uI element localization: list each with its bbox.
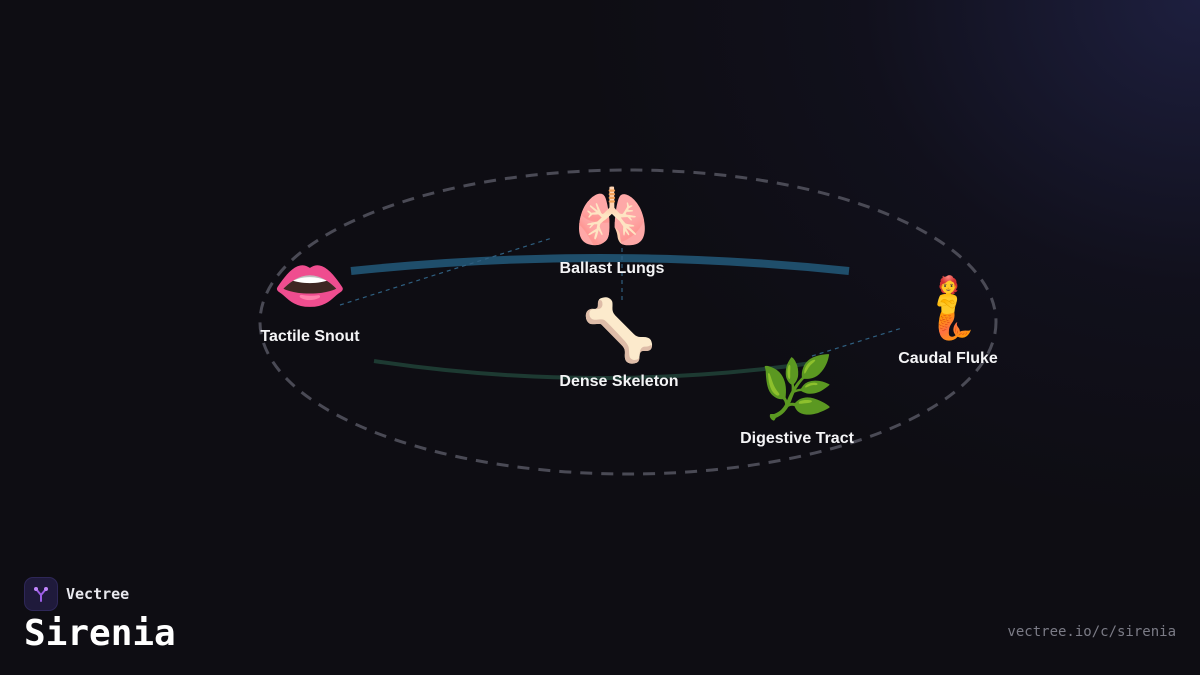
node-label: Caudal Fluke — [898, 350, 998, 367]
mermaid-icon: 🧜 — [910, 273, 986, 343]
upper-arc — [350, 254, 850, 275]
bone-icon: 🦴 — [581, 296, 657, 366]
page-title: Sirenia — [24, 613, 176, 654]
node-label: Dense Skeleton — [559, 373, 679, 390]
herb-icon: 🌿 — [759, 353, 835, 423]
lips-icon: 👄 — [272, 251, 348, 321]
tree-logo-icon — [24, 577, 58, 611]
node-caudal-fluke[interactable]: 🧜 Caudal Fluke — [898, 272, 998, 368]
lower-arc — [373, 359, 827, 380]
node-label: Ballast Lungs — [559, 260, 665, 277]
node-label: Tactile Snout — [260, 328, 360, 345]
connector-snout-lungs — [339, 237, 553, 306]
node-label: Digestive Tract — [740, 430, 854, 447]
node-digestive-tract[interactable]: 🌿 Digestive Tract — [740, 352, 854, 448]
brand-name: Vectree — [66, 585, 130, 603]
lungs-icon: 🫁 — [574, 183, 650, 253]
group-boundary — [258, 168, 998, 476]
node-dense-skeleton[interactable]: 🦴 Dense Skeleton — [559, 295, 678, 391]
page-url[interactable]: vectree.io/c/sirenia — [1007, 624, 1176, 640]
node-tactile-snout[interactable]: 👄 Tactile Snout — [260, 250, 359, 346]
brand[interactable]: Vectree — [24, 577, 129, 611]
node-ballast-lungs[interactable]: 🫁 Ballast Lungs — [560, 182, 665, 278]
